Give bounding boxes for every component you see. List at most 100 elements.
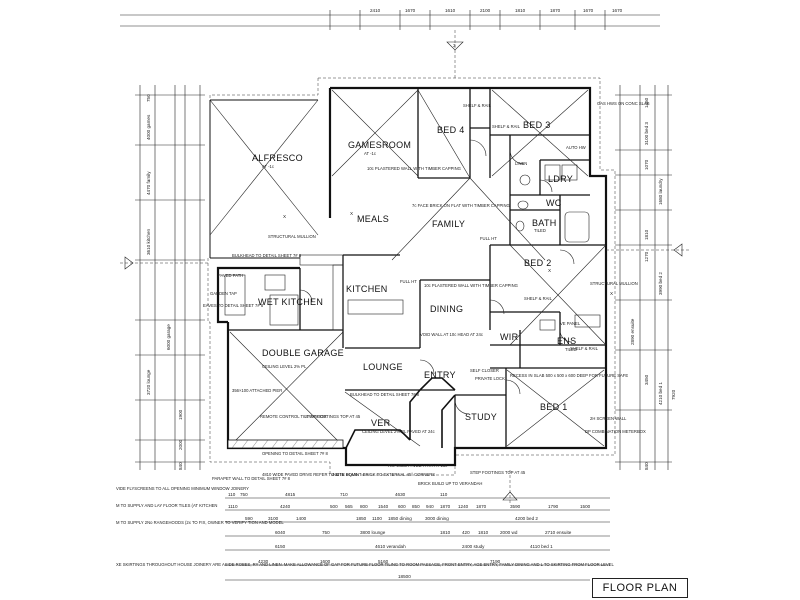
left-dimension-line: 750 4000 games 4470 family 3610 kitchen … [135, 85, 205, 470]
note-screen-wall: 2H SCREEN WALL [590, 416, 627, 421]
room-ens: ENS [557, 336, 576, 346]
top-dim-3: 1610 [445, 8, 456, 13]
room-labels: GAMESROOM AT -1c ALFRESCO AT -1c BED 4 B… [252, 120, 577, 434]
svg-text:3: 3 [453, 43, 456, 48]
bottom-row3-dim-1: 590 [245, 516, 253, 521]
room-family: FAMILY [432, 219, 465, 229]
note-shelf-rail-3: SHELF & RAIL [524, 296, 553, 301]
note-squint-brick: NOTE SQUINT BRICK TO EXTERNAL 45° CORNER… [333, 472, 435, 477]
left-dim-7: 1900 [178, 409, 183, 420]
left-dim-2: 4000 games [146, 114, 151, 140]
bottom-row5-dim-3: 2400 study [462, 544, 485, 549]
bottom-row1-dim-6: 110 [440, 492, 448, 497]
bottom-row3-dim-5: 1100 [372, 516, 382, 521]
bottom-row5-dim-4: 4110 bed 1 [530, 544, 553, 549]
right-dim-11: 7920 [671, 389, 676, 400]
general-note-4: XE SKIRTINGS THROUGHOUT HOUSE JOINERY AR… [116, 562, 614, 567]
general-note-2: M TO SUPPLY AND LAY FLOOR TILES (AT KITC… [116, 503, 217, 508]
note-parapet: PARAPET WALL TO DETAIL SHEET 7# 8 [212, 476, 291, 481]
ver-ceiling: CEILING LEVEL 2% PL PAVED AT 24c [362, 429, 435, 434]
bottom-row2-dim-11: 1240 [458, 504, 469, 509]
bottom-row3-dim-7: 3000 dining [425, 516, 449, 521]
note-paved-path: PAVED PATH [218, 273, 243, 278]
bottom-row6-dim-2: 1600 [320, 559, 331, 564]
section-marker-top: 3 [446, 30, 464, 80]
room-bath: BATH [532, 218, 557, 228]
note-step-footings-2: STEP FOOTINGS TOP AT 45 [470, 470, 526, 475]
right-dim-3: 1070 [644, 159, 649, 170]
right-dim-6: 1270 [644, 251, 649, 262]
bottom-row1-dim-5: 4630 [395, 492, 406, 497]
section-marker-right [606, 243, 690, 257]
room-ver: VER [371, 418, 391, 428]
top-dim-7: 1670 [583, 8, 594, 13]
svg-text:X: X [350, 211, 353, 216]
note-full-ht-1: FULL HT [480, 236, 497, 241]
alfresco-outline [209, 99, 319, 259]
bottom-row2-dim-2: 4240 [280, 504, 291, 509]
right-dim-7: 3990 bed 2 [658, 272, 663, 295]
top-dimension-line: 2410 1670 1610 2100 1810 1870 1670 1670 [120, 8, 660, 30]
room-gamesroom: GAMESROOM [348, 140, 411, 150]
note-step-footings-1: STEP FOOTINGS TOP AT 45 [305, 414, 361, 419]
bottom-row4-dim-5: 420 [462, 530, 470, 535]
room-lounge: LOUNGE [363, 362, 403, 372]
right-dim-9: 3450 [644, 374, 649, 385]
bottom-dimension-lines: 110 750 4815 710 4630 110 1110 4240 500 … [225, 492, 610, 581]
left-dim-4: 3610 kitchen [146, 229, 151, 255]
note-linen: LINEN [515, 161, 527, 166]
bottom-row2-dim-4: 565 [345, 504, 353, 509]
right-dim-4: 1680 laundry [658, 178, 663, 205]
room-bed1: BED 1 [540, 402, 568, 412]
ens-tiled: TILED [565, 347, 577, 352]
bottom-row2-dim-15: 1500 [580, 504, 591, 509]
bottom-row2-dim-3: 500 [330, 504, 338, 509]
bottom-row4-dim-1: 6040 [275, 530, 286, 535]
ceiling-diagonals [229, 89, 607, 447]
left-dim-6: 3720 lounge [146, 369, 151, 395]
svg-text:X: X [283, 214, 286, 219]
general-note-1: VIDE FLYSCREENS TO ALL OPENING MINIMUM W… [116, 486, 249, 491]
room-bed2: BED 2 [524, 258, 552, 268]
note-remote-control: REMOTE CONTROL TILT-A-DOOR [260, 414, 327, 419]
note-plastered-wall-2: 10c PLASTERED WALL WITH TIMBER CAPPING [424, 283, 518, 288]
note-rw-paved-path: RW WIDE PAVED PATH AT 15c [388, 463, 447, 468]
bottom-row3-dim-2: 3100 [268, 516, 279, 521]
bath-tiled: TILED [534, 228, 546, 233]
general-notes: VIDE FLYSCREENS TO ALL OPENING MINIMUM W… [116, 486, 614, 567]
bottom-row2-dim-8: 850 [412, 504, 420, 509]
note-structural-mullion-2: STRUCTURAL MULLION [590, 281, 638, 286]
svg-text:X: X [610, 291, 613, 296]
top-dim-1: 2410 [370, 8, 381, 13]
bottom-row2-dim-12: 1870 [476, 504, 487, 509]
bottom-row3-dim-8: 4200 bed 2 [515, 516, 538, 521]
right-dimension-line: 1460 3100 bed 3 1070 1680 laundry 1810 1… [615, 85, 676, 470]
note-combination-meterbox: DP COMBINATION METERBOX [585, 429, 646, 434]
entry-walls [345, 377, 456, 449]
note-structural-mullion-1: STRUCTURAL MULLION [268, 234, 316, 239]
gamesroom-level: AT -1c [364, 151, 376, 156]
bottom-row6-dim-4: 7190 [490, 559, 501, 564]
eaves-outline [207, 77, 616, 476]
bottom-row2-dim-9: 940 [426, 504, 434, 509]
bottom-row2-dim-1: 1110 [228, 504, 238, 509]
right-dim-5: 1810 [644, 229, 649, 240]
bottom-row4-dim-7: 2000 wd [500, 530, 518, 535]
internal-walls [228, 88, 606, 448]
note-recess: RECESS IN SLAB 500 x 500 x 600 DEEP FOR … [510, 373, 628, 378]
left-dim-3: 4470 family [146, 171, 151, 195]
room-kitchen: KITCHEN [346, 284, 388, 294]
note-plastered-wall-1: 10c PLASTERED WALL WITH TIMBER CAPPING [367, 166, 461, 171]
note-shelf-rail-4: SHELF & RAIL [570, 346, 599, 351]
top-dim-4: 2100 [480, 8, 491, 13]
top-dim-2: 1670 [405, 8, 416, 13]
room-alfresco: ALFRESCO [252, 153, 303, 163]
room-entry: ENTRY [424, 370, 456, 380]
room-double-garage: DOUBLE GARAGE [262, 348, 344, 358]
right-dim-10: 4210 bed 1 [658, 382, 663, 405]
note-private-lock: PRIVATE LOCK [475, 376, 505, 381]
bottom-row2-dim-14: 1790 [548, 504, 559, 509]
note-pier: 356×100 ATTACHED PIER [232, 388, 282, 393]
room-ldry: LDRY [548, 174, 573, 184]
room-wir: WIR [500, 332, 519, 342]
